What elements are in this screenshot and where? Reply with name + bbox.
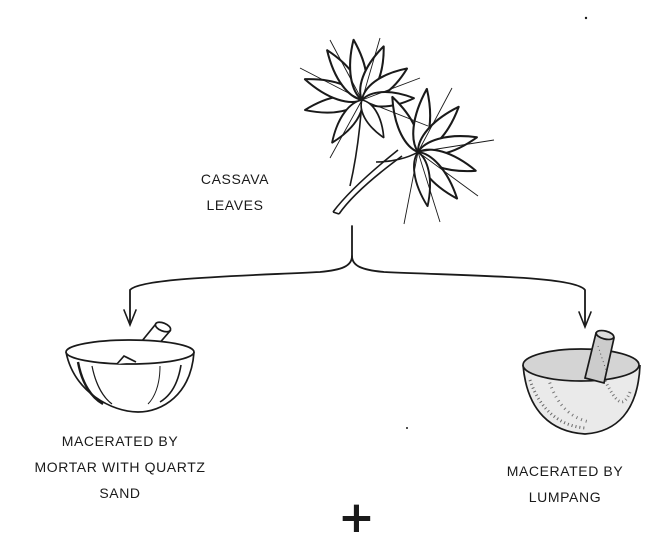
cassava-leaves-icon [300,38,494,224]
label-line: CASSAVA [180,166,290,192]
label-line: SAND [10,480,230,506]
speck [406,427,408,429]
plus-symbol: + [338,496,374,540]
label-line: MACERATED BY [490,458,640,484]
speck [585,17,587,19]
cassava-leaves-label: CASSAVA LEAVES [180,166,290,218]
label-line: MORTAR WITH QUARTZ [10,454,230,480]
mortar-and-pestle-icon [66,320,194,412]
label-line: LEAVES [180,192,290,218]
lumpang-icon [523,329,640,434]
lumpang-method-label: MACERATED BY LUMPANG [490,458,640,510]
label-line: LUMPANG [490,484,640,510]
label-line: MACERATED BY [10,428,230,454]
mortar-method-label: MACERATED BY MORTAR WITH QUARTZ SAND [10,428,230,506]
branch-connector [124,226,591,327]
